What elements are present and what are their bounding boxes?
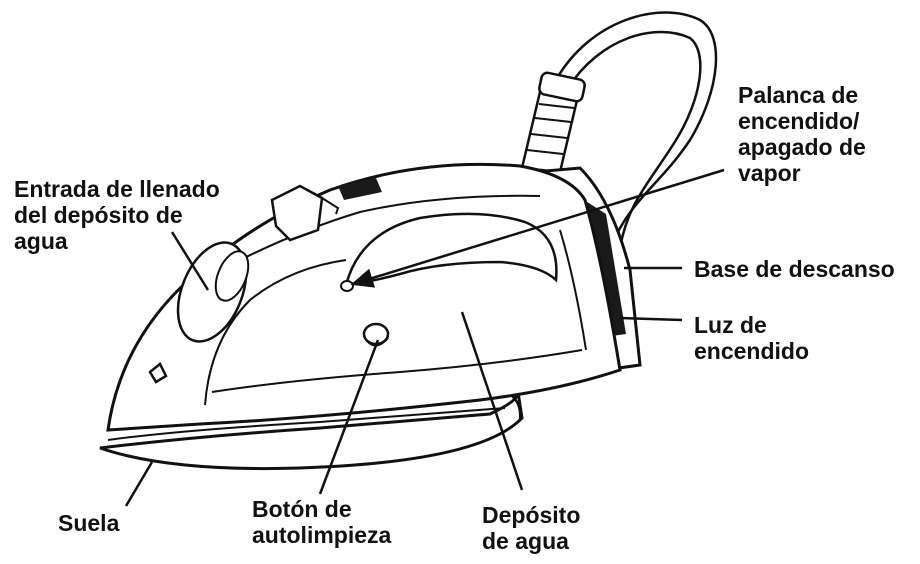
label-fill-inlet: Entrada de llenado del depósito de agua [14, 176, 220, 254]
leader-soleplate [126, 462, 152, 506]
label-steam-lever: Palanca de encendido/ apagado de vapor [738, 82, 866, 186]
label-power-light: Luz de encendido [694, 312, 809, 364]
label-soleplate: Suela [58, 510, 119, 536]
steam-lever-knob [341, 281, 353, 291]
label-self-clean-button: Botón de autolimpieza [252, 496, 391, 548]
label-water-tank: Depósito de agua [482, 502, 580, 554]
cord-strain-relief [522, 72, 586, 172]
label-rest-base: Base de descanso [694, 256, 895, 282]
